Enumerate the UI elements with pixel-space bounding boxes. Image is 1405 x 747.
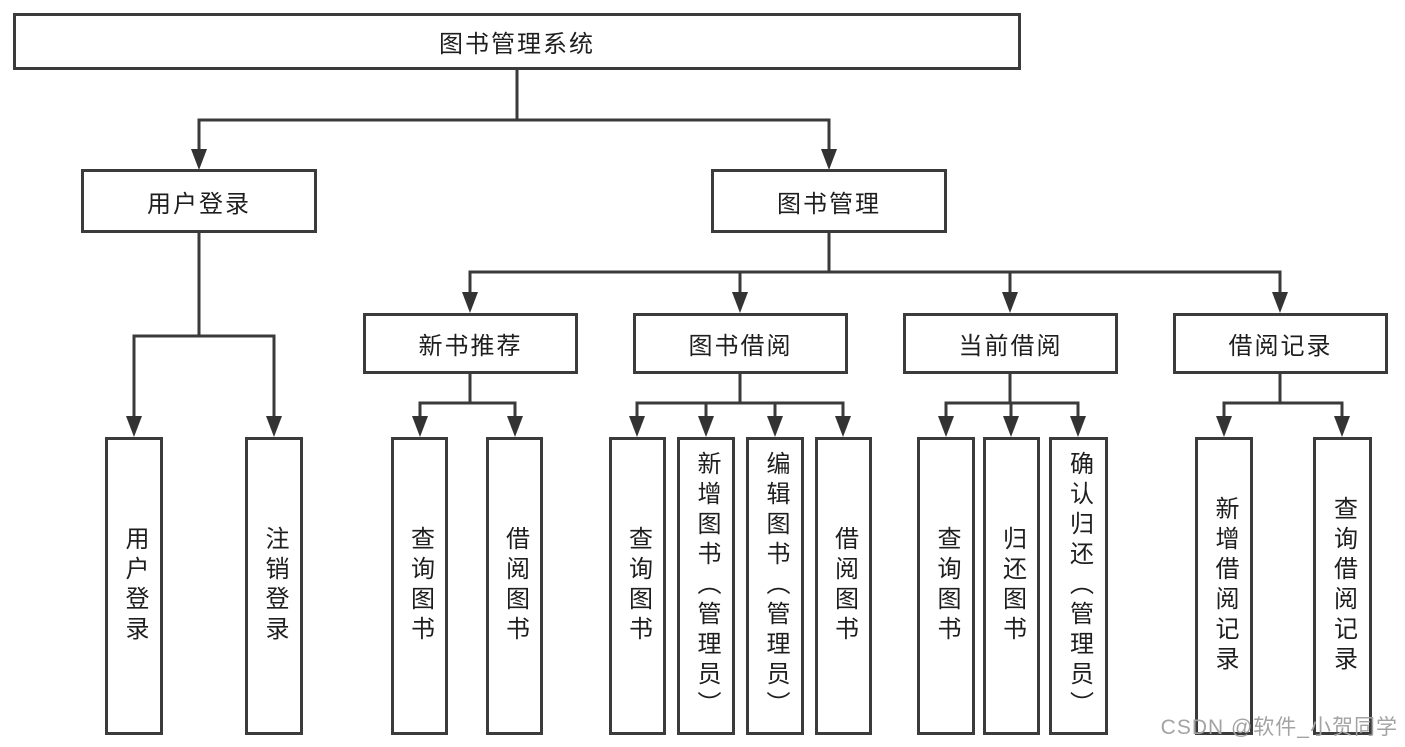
node-library-system: 图书管理系统 bbox=[13, 13, 1021, 70]
node-current-borrowing: 当前借阅 bbox=[903, 313, 1118, 374]
leaf-return-book: 归还图书 bbox=[983, 437, 1040, 735]
node-label: 图书管理 bbox=[777, 191, 881, 218]
node-book-management: 图书管理 bbox=[711, 169, 947, 233]
node-label: 借阅图书 bbox=[830, 526, 857, 646]
node-label: 查询借阅记录 bbox=[1329, 496, 1356, 676]
node-label: 图书管理系统 bbox=[439, 32, 595, 58]
leaf-query-books-recommend: 查询图书 bbox=[391, 437, 448, 735]
node-label: 图书借阅 bbox=[688, 334, 793, 360]
node-label: 用户登录 bbox=[147, 191, 251, 218]
node-borrowing-records: 借阅记录 bbox=[1173, 313, 1388, 374]
node-label: 归还图书 bbox=[998, 526, 1025, 646]
node-label: 确认归还（管理员） bbox=[1065, 451, 1092, 721]
node-label: 用户登录 bbox=[121, 526, 147, 646]
leaf-add-book-admin: 新增图书（管理员） bbox=[677, 437, 735, 735]
node-label: 查询图书 bbox=[933, 526, 959, 646]
node-label: 借阅图书 bbox=[501, 526, 528, 646]
node-label: 借阅记录 bbox=[1228, 334, 1333, 360]
leaf-confirm-return-admin: 确认归还（管理员） bbox=[1049, 437, 1108, 735]
node-label: 编辑图书（管理员） bbox=[762, 451, 788, 721]
node-book-borrowing: 图书借阅 bbox=[633, 313, 848, 374]
node-label: 当前借阅 bbox=[958, 334, 1063, 360]
leaf-add-borrow-record: 新增借阅记录 bbox=[1195, 437, 1253, 735]
node-label: 新增借阅记录 bbox=[1211, 496, 1237, 676]
leaf-borrow-books: 借阅图书 bbox=[815, 437, 872, 735]
node-new-book-recommend: 新书推荐 bbox=[363, 313, 578, 374]
leaf-query-books-current: 查询图书 bbox=[917, 437, 975, 735]
node-label: 查询图书 bbox=[406, 526, 433, 646]
node-label: 新增图书（管理员） bbox=[693, 451, 719, 721]
leaf-borrow-books-recommend: 借阅图书 bbox=[486, 437, 543, 735]
node-user-login: 用户登录 bbox=[81, 169, 317, 233]
node-label: 新书推荐 bbox=[418, 334, 523, 360]
leaf-query-books-borrowing: 查询图书 bbox=[609, 437, 666, 735]
leaf-user-login: 用户登录 bbox=[105, 437, 163, 735]
leaf-logout-login: 注销登录 bbox=[245, 437, 303, 735]
leaf-query-borrow-record: 查询借阅记录 bbox=[1313, 437, 1372, 735]
node-label: 注销登录 bbox=[261, 526, 287, 646]
node-label: 查询图书 bbox=[624, 526, 651, 646]
leaf-edit-book-admin: 编辑图书（管理员） bbox=[746, 437, 804, 735]
